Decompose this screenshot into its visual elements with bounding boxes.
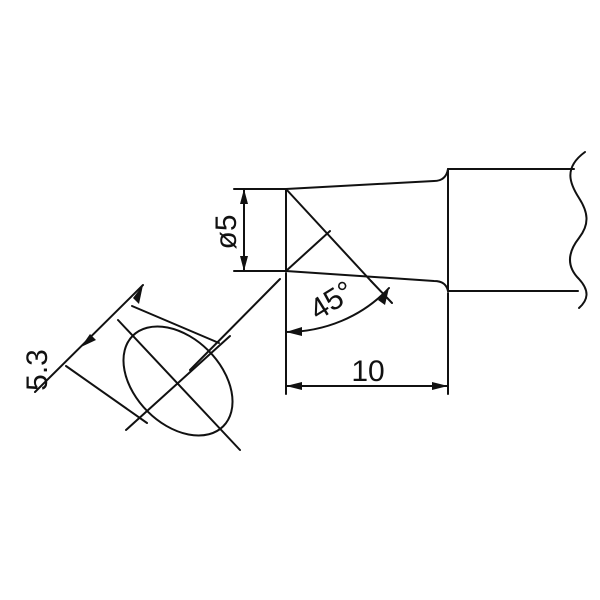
face-width-arrow-bottom: [81, 334, 96, 347]
angle-arrow-left: [286, 327, 302, 336]
angle-dimension: [285, 280, 393, 336]
tip-outline: [285, 168, 449, 292]
angle-extension-line: [370, 280, 393, 304]
angle-label: 45°: [304, 275, 360, 327]
diameter-arrow-bottom: [240, 256, 248, 271]
face-width-extension-bottom: [65, 365, 148, 424]
shaft-break-wave: [569, 151, 588, 309]
length-arrow-left: [286, 382, 302, 390]
length-arrow-right: [432, 382, 448, 390]
tip-top-edge: [285, 168, 449, 190]
section-leader-line: [189, 278, 281, 371]
face-width-arrow-top: [133, 285, 143, 304]
length-dimension: [285, 272, 449, 395]
length-label: 10: [351, 355, 384, 388]
tip-bevel-diagonal: [285, 188, 372, 282]
section-view: [117, 319, 241, 451]
angle-arrow-right: [378, 288, 389, 305]
tip-bevel-cross: [285, 230, 331, 272]
diameter-arrow-top: [240, 189, 248, 204]
face-width-dimension: [34, 284, 220, 424]
section-centerline-minor: [125, 335, 231, 431]
face-width-label: 5.3: [21, 349, 54, 391]
section-centerline-major: [117, 319, 241, 451]
tip-bottom-edge: [285, 270, 449, 292]
diameter-label: ø5: [210, 214, 243, 249]
face-width-extension-top: [131, 305, 220, 344]
diameter-dimension: [233, 188, 287, 272]
shaft: [447, 151, 588, 309]
